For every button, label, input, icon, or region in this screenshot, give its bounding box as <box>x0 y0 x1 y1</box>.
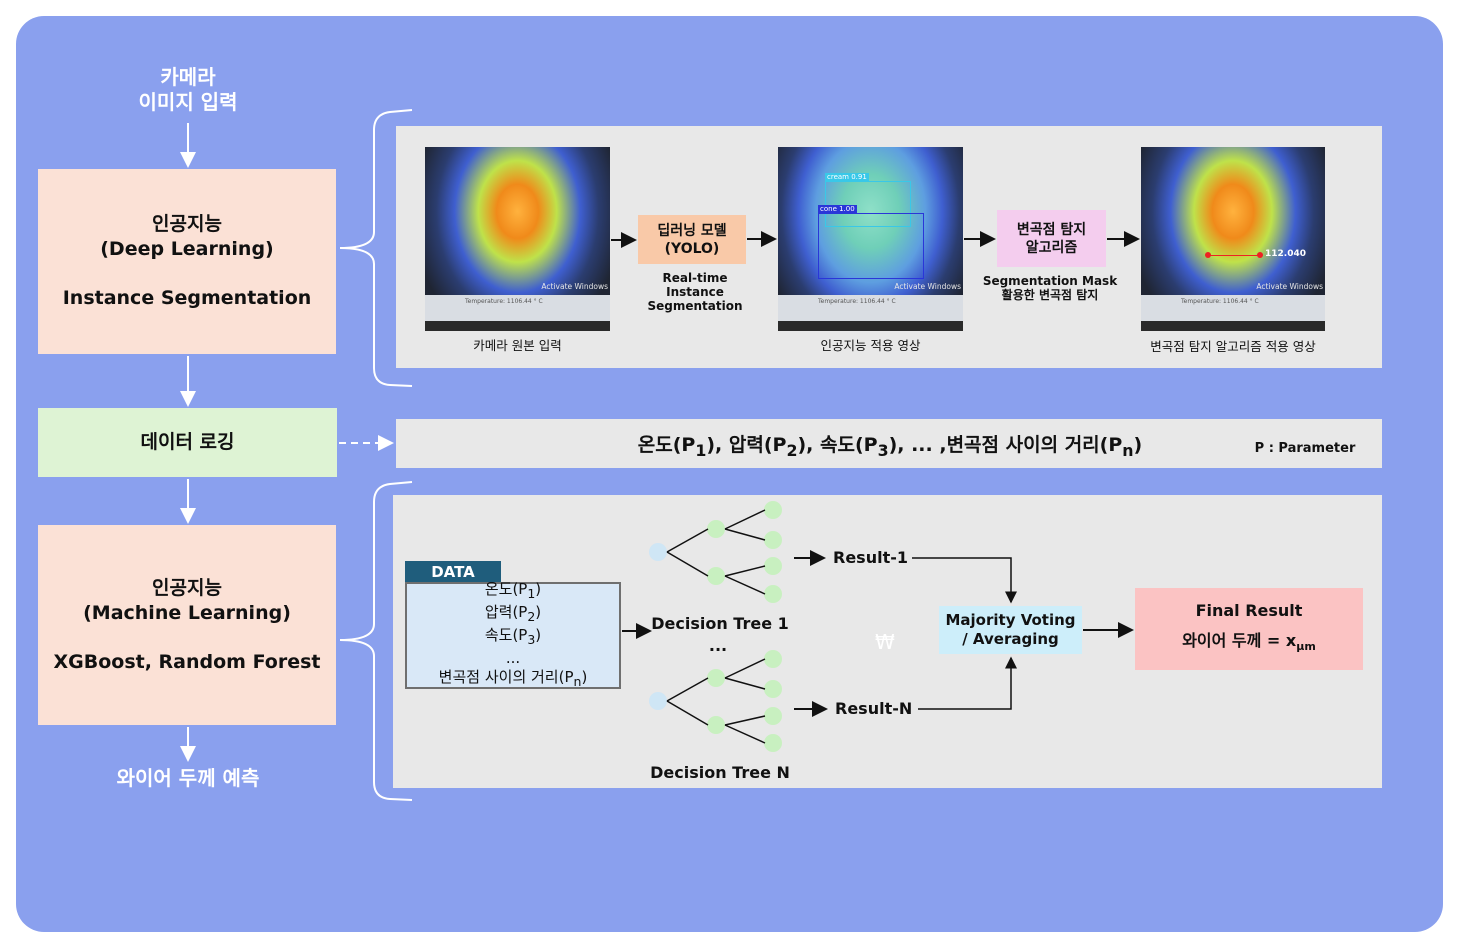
tree1-leaf <box>764 557 782 575</box>
ml-box-method: XGBoost, Random Forest <box>53 650 321 673</box>
yolo-caption-line2: Instance Segmentation <box>647 285 743 313</box>
temperature-readout: Temperature: 1106.44 ° C <box>465 298 543 305</box>
image-bottom-bar <box>425 321 610 331</box>
activate-windows-text: Activate Windows <box>1256 282 1323 291</box>
cream-tag: cream 0.91 <box>825 173 869 182</box>
yolo-box-line1: 딥러닝 모델 <box>657 222 727 239</box>
tree-ellipsis: ... <box>708 636 728 655</box>
yolo-caption-line1: Real-time <box>662 271 728 285</box>
voting-line2: / Averaging <box>962 630 1059 648</box>
temperature-readout: Temperature: 1106.44 ° C <box>818 298 896 305</box>
data-item-speed: 속도(P3) <box>484 626 542 647</box>
algo-box-line2: 알고리즘 <box>1025 239 1078 256</box>
data-box: 온도(P1) 압력(P2) 속도(P3) ... 변곡점 사이의 거리(Pn) <box>405 580 621 689</box>
tree1-leaf <box>764 531 782 549</box>
data-logging-box: 데이터 로깅 <box>38 408 337 477</box>
activate-windows-text: Activate Windows <box>541 282 608 291</box>
final-result-value: 와이어 두께 = xμm <box>1182 630 1316 654</box>
data-item-pressure: 압력(P2) <box>484 603 542 624</box>
inflection-point-right <box>1257 252 1263 258</box>
decision-tree-1-label: Decision Tree 1 <box>651 614 789 633</box>
camera-input-line2: 이미지 입력 <box>138 90 238 114</box>
dl-box-title: 인공지능 <box>152 213 222 235</box>
voting-line1: Majority Voting <box>945 611 1076 629</box>
brace-deep-learning <box>339 109 413 387</box>
treeN-leaf <box>764 650 782 668</box>
treeN-root-node <box>649 692 667 710</box>
data-tab: DATA <box>405 561 501 583</box>
camera-original-image: Temperature: 1106.44 ° C Activate Window… <box>425 147 610 331</box>
tree1-node <box>707 520 725 538</box>
activate-windows-text: Activate Windows <box>894 282 961 291</box>
final-result-title: Final Result <box>1195 600 1303 620</box>
tree1-root-node <box>649 543 667 561</box>
param-temp: 온도(P1), 압력(P2), 속도(P3), ... ,변곡점 사이의 거리(… <box>637 434 1143 460</box>
image-bottom-bar <box>1141 321 1325 331</box>
thickness-prediction-label: 와이어 두께 예측 <box>116 766 260 790</box>
final-result-box: Final Result 와이어 두께 = xμm <box>1135 588 1363 670</box>
image1-caption: 카메라 원본 입력 <box>473 338 562 353</box>
tree1-leaf <box>764 501 782 519</box>
algo-caption-line1: Segmentation Mask <box>982 274 1118 288</box>
algo-box-line1: 변곡점 탐지 <box>1016 221 1087 238</box>
treeN-leaf <box>764 680 782 698</box>
image-bottom-bar <box>778 321 963 331</box>
parameter-legend: P : Parameter <box>1254 441 1356 456</box>
dl-box-subtitle: (Deep Learning) <box>100 238 274 260</box>
cone-bounding-box <box>818 213 924 279</box>
yolo-box-line2: (YOLO) <box>664 240 720 257</box>
result-1-label: Result-1 <box>833 548 908 567</box>
ml-box-subtitle: (Machine Learning) <box>83 601 291 624</box>
arrow-resultN-to-voting <box>918 656 1017 710</box>
image3-caption: 변곡점 탐지 알고리즘 적용 영상 <box>1150 339 1316 354</box>
cone-tag: cone 1.00 <box>818 205 857 214</box>
tree1-edges <box>666 509 766 595</box>
inflection-algorithm-box: 변곡점 탐지 알고리즘 <box>997 210 1106 267</box>
treeN-node <box>707 716 725 734</box>
data-item-ellipsis: ... <box>505 649 521 667</box>
dl-box-method: Instance Segmentation <box>62 287 312 309</box>
parameter-list: 온도(P1), 압력(P2), 속도(P3), ... ,변곡점 사이의 거리(… <box>520 430 1260 460</box>
data-item-temp: 온도(P1) <box>484 580 542 601</box>
treeN-edges <box>666 658 766 744</box>
image2-caption: 인공지능 적용 영상 <box>820 338 921 353</box>
decision-tree-n-label: Decision Tree N <box>650 763 790 782</box>
inflection-applied-image: 112.040 Temperature: 1106.44 ° C Activat… <box>1141 147 1325 331</box>
camera-input-line1: 카메라 <box>160 65 216 89</box>
arrow-result1-to-voting <box>912 557 1017 604</box>
majority-voting-box: Majority Voting / Averaging <box>939 606 1082 654</box>
machine-learning-box: 인공지능 (Machine Learning) XGBoost, Random … <box>38 525 336 725</box>
tree1-node <box>707 567 725 585</box>
brace-machine-learning <box>339 481 413 801</box>
result-n-label: Result-N <box>835 699 913 718</box>
measure-line <box>1207 255 1261 256</box>
camera-input-label: 카메라 이미지 입력 <box>108 65 268 115</box>
yolo-caption: Real-time Instance Segmentation <box>620 271 770 313</box>
parameter-panel <box>396 419 1382 468</box>
won-symbol: ₩ <box>875 630 895 654</box>
algo-caption-line2: 활용한 변곡점 탐지 <box>1001 288 1099 302</box>
treeN-leaf <box>764 707 782 725</box>
yolo-model-box: 딥러닝 모델 (YOLO) <box>638 215 746 264</box>
data-item-distance: 변곡점 사이의 거리(Pn) <box>438 668 588 689</box>
algo-caption: Segmentation Mask 활용한 변곡점 탐지 <box>975 274 1125 302</box>
treeN-leaf <box>764 734 782 752</box>
treeN-node <box>707 669 725 687</box>
measure-value: 112.040 <box>1265 249 1306 259</box>
inflection-point-left <box>1205 252 1211 258</box>
tree1-leaf <box>764 585 782 603</box>
temperature-readout: Temperature: 1106.44 ° C <box>1181 298 1259 305</box>
ai-applied-image: cream 0.91 cone 1.00 Temperature: 1106.4… <box>778 147 963 331</box>
deep-learning-box: 인공지능 (Deep Learning) Instance Segmentati… <box>38 169 336 354</box>
ml-box-title: 인공지능 <box>152 576 222 599</box>
data-logging-label: 데이터 로깅 <box>140 431 235 453</box>
